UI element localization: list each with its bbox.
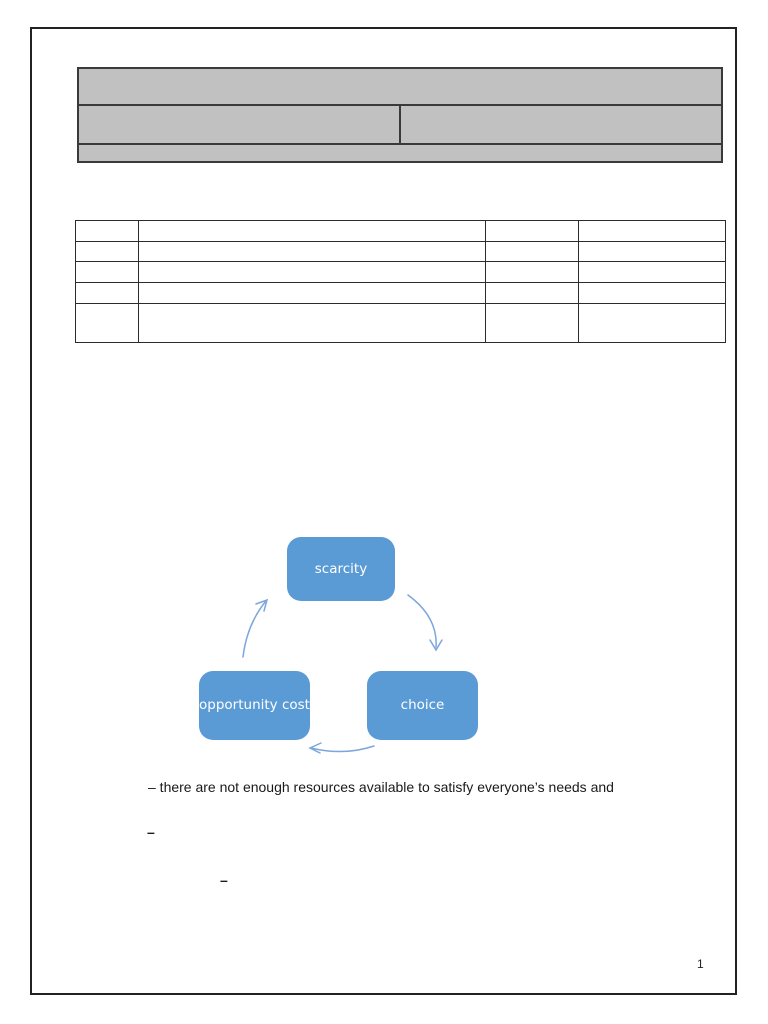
content-table-cell xyxy=(578,261,726,283)
content-table-cell xyxy=(138,282,486,304)
content-table-cell xyxy=(75,241,139,262)
content-table-cell xyxy=(138,261,486,283)
page-border xyxy=(30,27,737,995)
content-table-cell xyxy=(485,241,579,262)
definition-dash-2: – xyxy=(147,824,155,840)
content-table-cell xyxy=(485,220,579,242)
content-table-cell xyxy=(75,261,139,283)
content-table-cell xyxy=(138,241,486,262)
header-table-cell xyxy=(77,67,723,106)
content-table-cell xyxy=(485,303,579,343)
diagram-node-choice: choice xyxy=(367,671,478,740)
page-number: 1 xyxy=(697,957,704,971)
content-table-cell xyxy=(138,303,486,343)
definition-line-scarcity: – there are not enough resources availab… xyxy=(148,779,614,795)
header-table-cell xyxy=(77,143,723,163)
definition-dash-3: – xyxy=(220,872,228,888)
header-table xyxy=(77,67,723,163)
content-table-cell xyxy=(485,282,579,304)
content-table-cell xyxy=(75,282,139,304)
diagram-node-label: scarcity xyxy=(314,560,368,577)
content-table xyxy=(75,220,726,343)
content-table-cell xyxy=(75,303,139,343)
diagram-node-opportunity-cost: opportunity cost xyxy=(199,671,310,740)
header-table-cell xyxy=(399,104,723,145)
content-table-cell xyxy=(75,220,139,242)
diagram-node-scarcity: scarcity xyxy=(287,537,395,601)
content-table-cell xyxy=(578,282,726,304)
content-table-cell xyxy=(578,241,726,262)
diagram-node-label: opportunity cost xyxy=(199,697,310,713)
content-table-cell xyxy=(578,303,726,343)
content-table-cell xyxy=(578,220,726,242)
content-table-cell xyxy=(485,261,579,283)
content-table-cell xyxy=(138,220,486,242)
header-table-cell xyxy=(77,104,401,145)
diagram-node-label: choice xyxy=(400,697,445,713)
